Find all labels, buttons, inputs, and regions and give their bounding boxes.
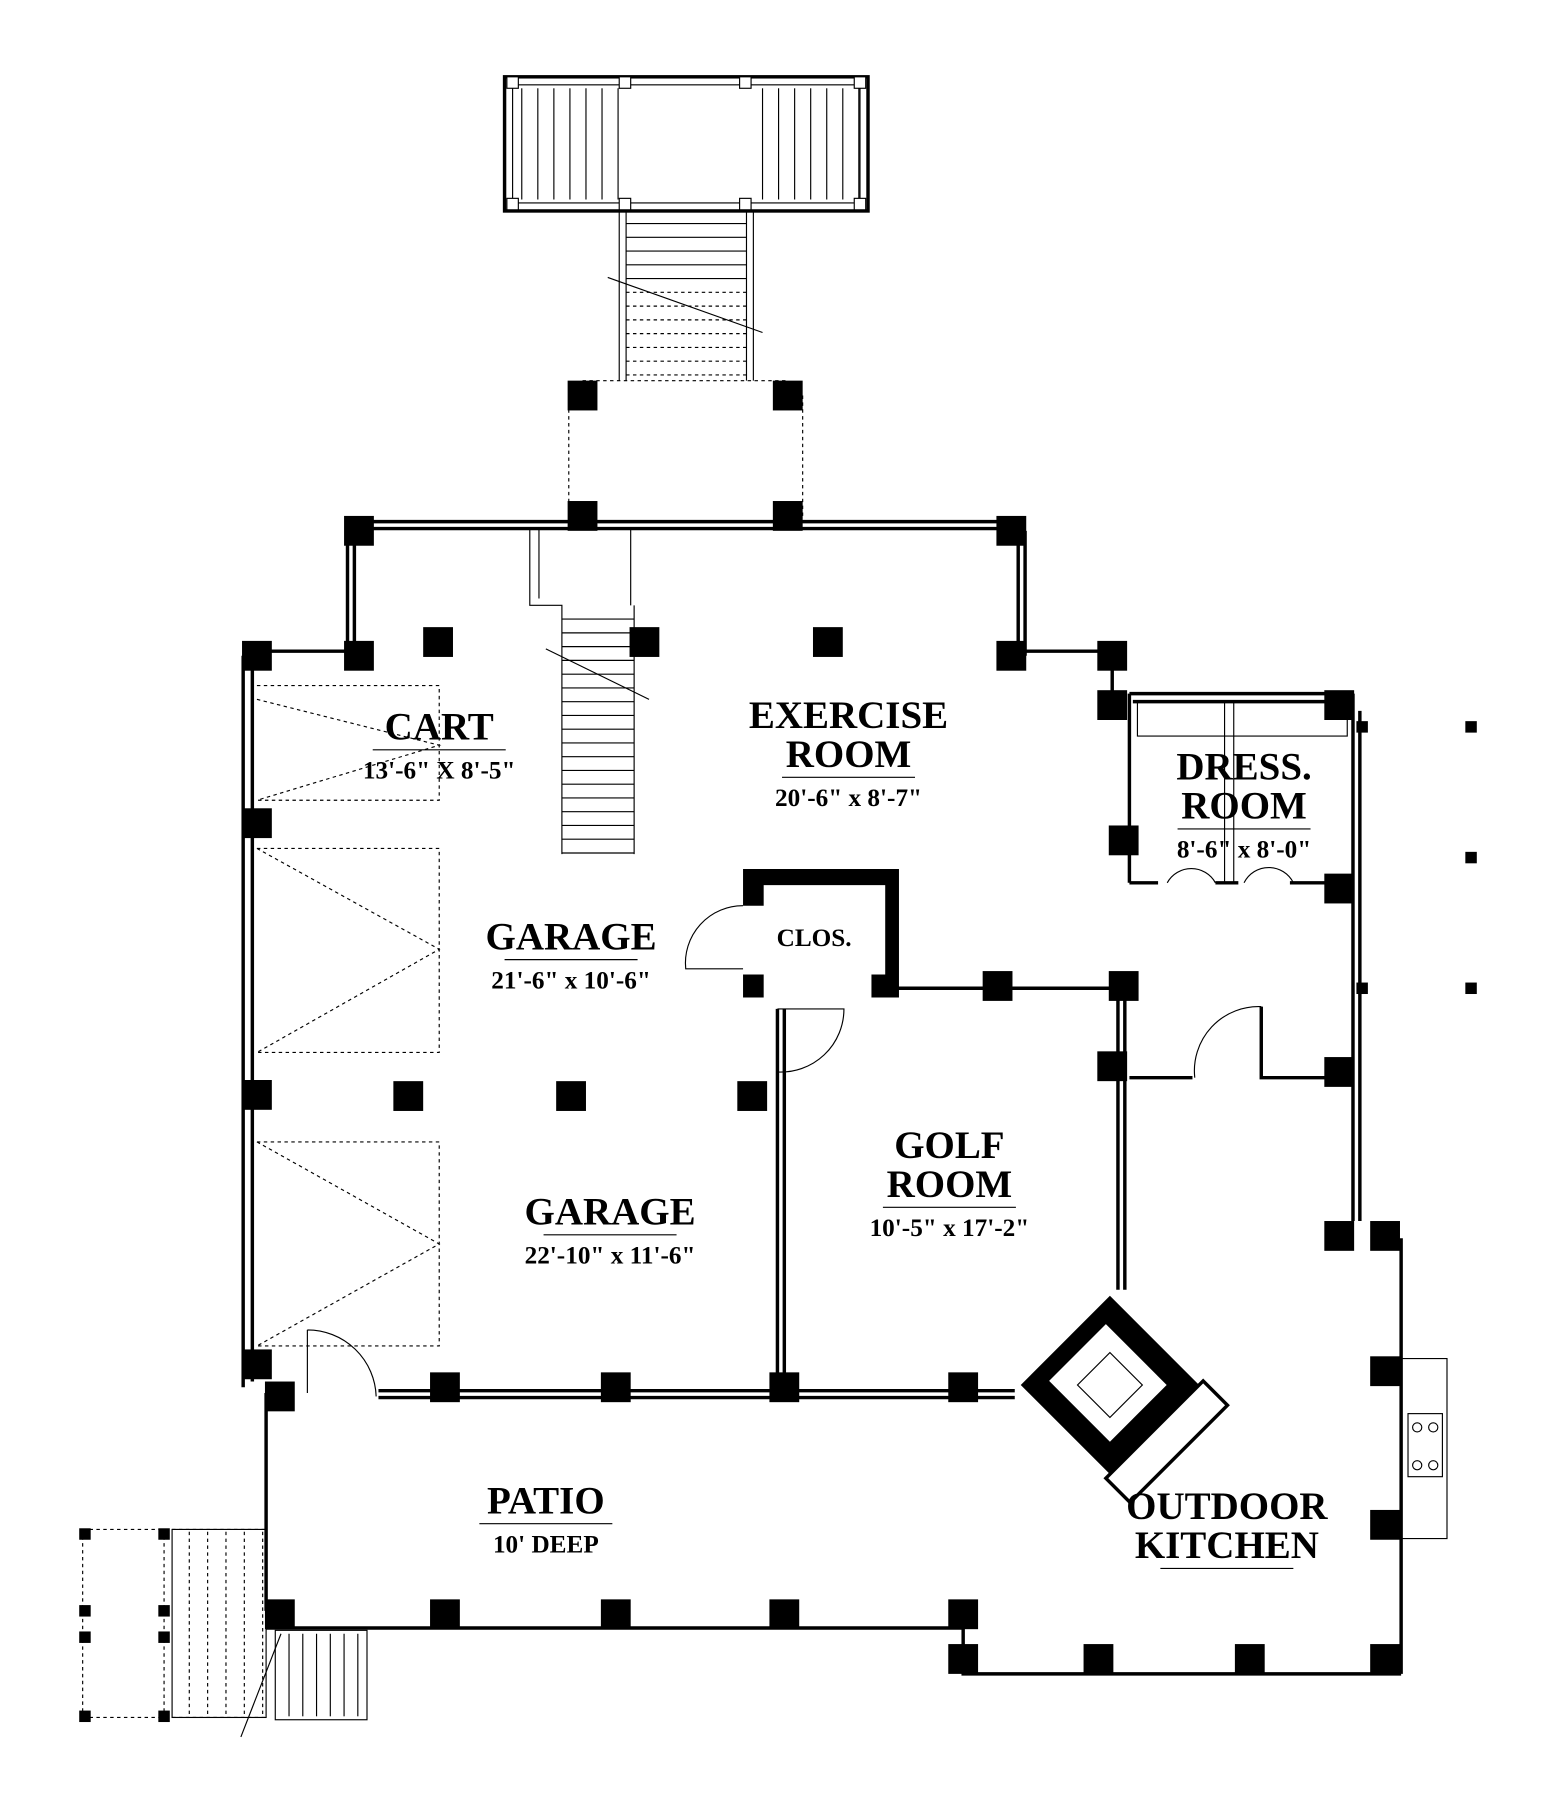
column-post <box>996 515 1027 546</box>
room-name: GOLF <box>894 1124 1004 1167</box>
column-post <box>1324 1221 1355 1251</box>
column-post <box>1324 690 1355 720</box>
column-post <box>423 627 453 657</box>
room-name: ROOM <box>1181 785 1307 828</box>
column-post <box>948 1644 979 1674</box>
column-post <box>629 627 660 657</box>
room-name: GARAGE <box>525 1190 696 1233</box>
small-post <box>158 1528 170 1540</box>
column-post <box>567 501 598 531</box>
room-name: OUTDOOR <box>1126 1485 1328 1528</box>
fireplace <box>1020 1295 1230 1505</box>
column-post <box>1324 873 1355 904</box>
column-post <box>769 1599 800 1630</box>
small-post <box>1356 982 1368 995</box>
column-post <box>1083 1644 1114 1674</box>
column-post <box>1097 640 1128 671</box>
column-post <box>1370 1356 1400 1387</box>
small-post <box>1356 721 1368 733</box>
doors <box>306 866 1294 1397</box>
small-post <box>158 1631 170 1643</box>
column-post <box>430 1372 460 1403</box>
room-label-cart: CART 13'-6" X 8'-5" <box>363 705 516 784</box>
room-label-closet: CLOS. <box>777 925 852 952</box>
column-post <box>772 501 803 531</box>
closet-walls <box>743 869 899 998</box>
entry-porch <box>568 380 804 516</box>
column-post <box>242 1349 272 1380</box>
small-post <box>79 1631 91 1643</box>
room-label-dress: DRESS.ROOM 8'-6" x 8'-0" <box>1176 746 1311 864</box>
column-post <box>948 1599 979 1630</box>
column-post <box>1370 1509 1400 1540</box>
column-post <box>264 1381 295 1412</box>
room-name: CART <box>385 705 494 748</box>
room-name: DRESS. <box>1176 746 1311 789</box>
interior-stairs <box>529 529 650 855</box>
room-size: 10' DEEP <box>493 1531 599 1558</box>
room-name: ROOM <box>786 733 912 776</box>
column-post <box>772 380 803 411</box>
column-post <box>812 627 843 657</box>
top-deck <box>502 75 870 213</box>
column-post <box>1108 971 1139 1001</box>
room-size: 10'-5" x 17'-2" <box>870 1215 1030 1242</box>
column-post <box>556 1081 586 1111</box>
column-post <box>264 1599 295 1630</box>
room-label-garage2: GARAGE 22'-10" x 11'-6" <box>525 1190 696 1269</box>
room-size: 13'-6" X 8'-5" <box>363 757 516 784</box>
room-name: EXERCISE <box>749 694 948 737</box>
room-name: PATIO <box>487 1479 605 1522</box>
columns <box>79 380 1477 1723</box>
column-post <box>344 515 374 546</box>
column-post <box>737 1081 768 1111</box>
column-post <box>1234 1644 1265 1674</box>
room-size: 22'-10" x 11'-6" <box>525 1242 696 1269</box>
column-post <box>982 971 1013 1001</box>
column-post <box>600 1599 631 1630</box>
room-size: 8'-6" x 8'-0" <box>1177 837 1311 864</box>
column-post <box>567 380 598 411</box>
column-post <box>1370 1221 1400 1251</box>
small-post <box>158 1710 170 1723</box>
room-label-garage1: GARAGE 21'-6" x 10'-6" <box>486 915 657 994</box>
column-post <box>344 640 374 671</box>
room-name: KITCHEN <box>1135 1524 1319 1567</box>
room-label-patio: PATIO 10' DEEP <box>479 1479 613 1558</box>
small-post <box>1465 721 1477 733</box>
column-post <box>242 640 272 671</box>
room-size: 20'-6" x 8'-7" <box>775 785 922 812</box>
column-post <box>600 1372 631 1403</box>
small-post <box>79 1710 91 1723</box>
column-post <box>242 1080 272 1110</box>
column-post <box>1324 1057 1355 1087</box>
small-post <box>79 1528 91 1540</box>
room-name: CLOS. <box>777 925 852 952</box>
side-stairs <box>82 1528 368 1738</box>
column-post <box>242 808 272 839</box>
top-stairs <box>607 210 763 381</box>
room-name: ROOM <box>887 1163 1013 1206</box>
column-post <box>1108 825 1139 856</box>
garage-doors <box>256 685 442 1347</box>
column-post <box>430 1599 460 1630</box>
small-post <box>158 1605 170 1617</box>
column-post <box>393 1081 424 1111</box>
column-post <box>1097 1051 1128 1082</box>
room-name: GARAGE <box>486 915 657 958</box>
small-post <box>1465 851 1477 864</box>
column-post <box>1370 1644 1400 1674</box>
column-post <box>948 1372 979 1403</box>
room-size: 21'-6" x 10'-6" <box>491 967 651 994</box>
small-post <box>79 1605 91 1617</box>
column-post <box>996 640 1027 671</box>
column-post <box>1097 690 1128 720</box>
column-post <box>769 1372 800 1403</box>
small-post <box>1465 982 1477 995</box>
